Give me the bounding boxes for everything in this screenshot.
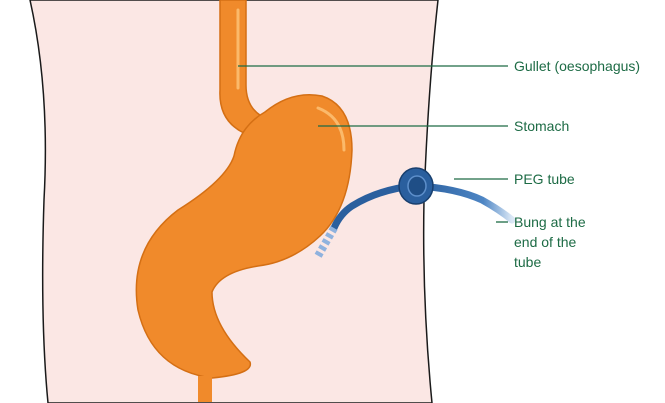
- label-peg-tube: PEG tube: [514, 171, 575, 187]
- label-bung-line3: tube: [514, 254, 541, 270]
- peg-connector-inner: [408, 176, 426, 196]
- label-bung-line1: Bung at the: [514, 214, 586, 230]
- label-bung-line2: end of the: [514, 234, 576, 250]
- label-stomach: Stomach: [514, 118, 569, 134]
- label-gullet: Gullet (oesophagus): [514, 58, 640, 74]
